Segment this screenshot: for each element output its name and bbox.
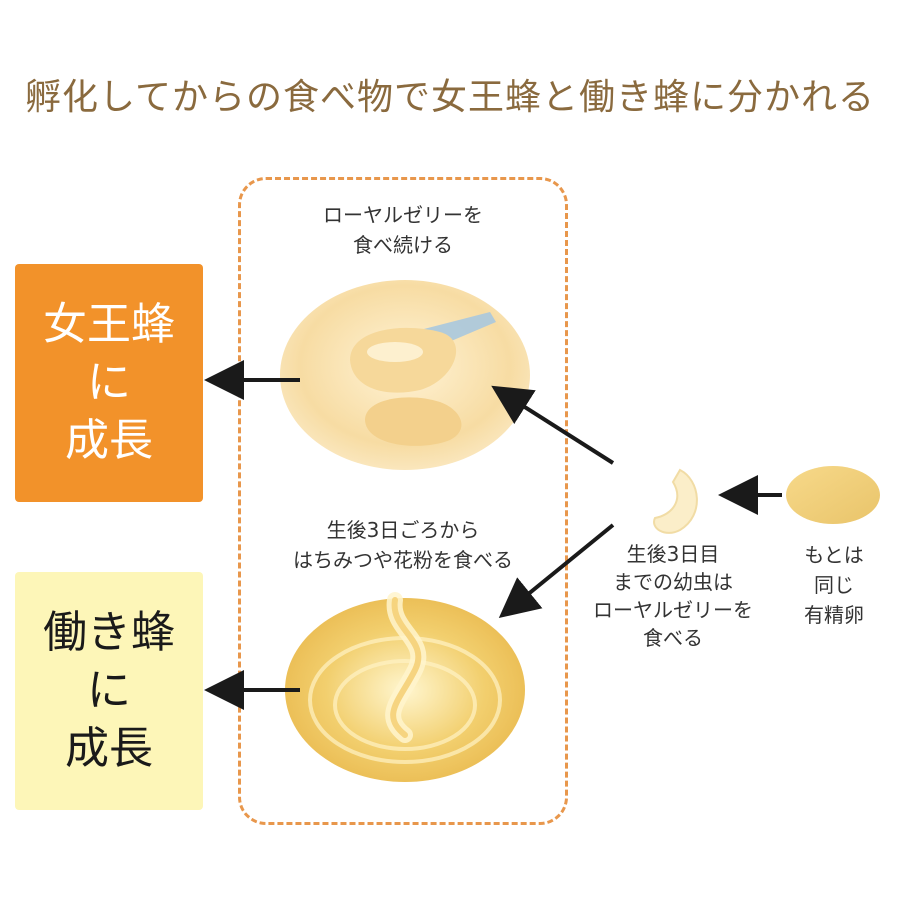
arrow-larva-to-honey — [498, 523, 615, 619]
worker-bee-result: 働き蜂 に 成長 — [15, 572, 203, 810]
larva-icon — [653, 468, 698, 534]
honey-image — [285, 592, 525, 782]
larva-caption: 生後3日目 までの幼虫は ローヤルゼリーを 食べる — [593, 542, 753, 650]
honey-caption: 生後3日ごろから はちみつや花粉を食べる — [293, 518, 513, 572]
arrow-larva-to-royal-jelly — [491, 385, 615, 465]
feeding-stage-frame — [238, 177, 568, 825]
egg-icon — [786, 466, 880, 524]
page-title: 孵化してからの食べ物で女王蜂と働き蜂に分かれる — [25, 77, 875, 118]
royal-jelly-image — [280, 280, 530, 470]
egg-caption: もとは 同じ 有精卵 — [804, 543, 864, 627]
queen-bee-result: 女王蜂 に 成長 — [15, 264, 203, 502]
royal-jelly-caption: ローヤルゼリーを 食べ続ける — [323, 203, 483, 257]
